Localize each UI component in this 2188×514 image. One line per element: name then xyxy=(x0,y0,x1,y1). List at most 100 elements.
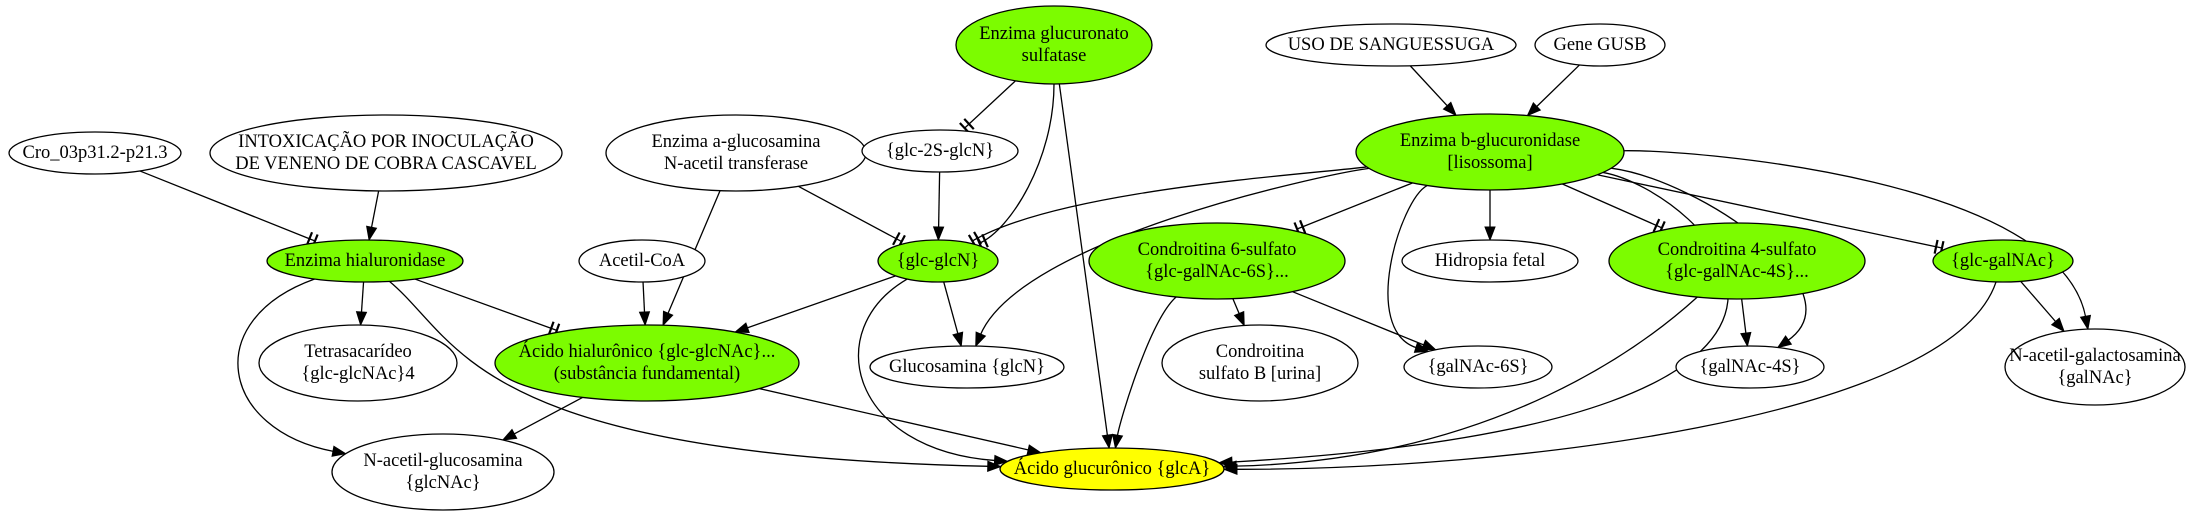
edge-n9-n23 xyxy=(237,278,335,453)
edge-n5-n24 xyxy=(1058,83,1109,437)
node-galnac-6s-ellipse xyxy=(1403,345,1553,389)
arrowhead-n14-n21 xyxy=(1740,331,1752,348)
node-condroitina-6-sulfato-label-0: Condroitina 6-sulfato xyxy=(1138,240,1297,260)
node-tetrasacarideo-ellipse xyxy=(258,324,458,402)
node-glc-glcn-label-0: {glc-glcN} xyxy=(897,251,979,271)
node-intoxicacao-label-0: INTOXICAÇÃO POR INOCULAÇÃO xyxy=(238,130,534,152)
node-enzima-hialuronidase-label-0: Enzima hialuronidase xyxy=(285,251,446,271)
arrowhead-n17-n23 xyxy=(501,428,518,441)
arrowhead-n4-n11 xyxy=(932,226,945,242)
node-glucosamina-label-0: Glucosamina {glcN} xyxy=(889,357,1045,377)
node-glc-galnac: {glc-galNAc} xyxy=(1932,239,2074,283)
node-enzima-b-glucuronidase-label-1: [lisossoma] xyxy=(1447,153,1532,173)
arrowhead-n11-n17 xyxy=(733,322,750,334)
node-condroitina-4-sulfato: Condroitina 4-sulfato{glc-galNAc-4S}... xyxy=(1608,222,1866,300)
inhibit-marker-n9-n17-1 xyxy=(547,321,555,336)
node-condroitina-4-sulfato-label-0: Condroitina 4-sulfato xyxy=(1658,240,1817,260)
edge-n14-n24 xyxy=(1235,296,1698,467)
edge-n9-n24 xyxy=(389,280,989,467)
node-glc-galnac-label-0: {glc-galNAc} xyxy=(1951,251,2055,271)
node-intoxicacao-label-1: DE VENENO DE COBRA CASCAVEL xyxy=(235,154,537,174)
edge-n5-n4 xyxy=(964,80,1016,129)
node-glc-2s-glcn: {glc-2S-glcN} xyxy=(861,129,1019,173)
node-acido-glucuronico-ellipse xyxy=(999,447,1225,491)
inhibit-marker-n5-n4-1 xyxy=(963,118,975,130)
node-glc-galnac-ellipse xyxy=(1932,239,2074,283)
node-enzima-a-glucosamina-ellipse xyxy=(605,114,867,192)
node-condroitina-4-sulfato-ellipse xyxy=(1608,222,1866,300)
arrowhead-n10-n17 xyxy=(638,311,651,327)
edge-n12-n20 xyxy=(1292,291,1425,346)
arrowhead-n2-n9 xyxy=(366,225,378,242)
node-condroitina-sulfato-b-ellipse xyxy=(1161,324,1359,402)
edge-n14-n21 xyxy=(1741,298,1747,335)
node-acetil-coa-label-0: Acetil-CoA xyxy=(599,251,686,271)
node-condroitina-sulfato-b-label-0: Condroitina xyxy=(1216,342,1304,362)
edge-n17-n23 xyxy=(513,396,583,435)
edge-n7-n8 xyxy=(1535,64,1580,108)
edge-n2-n9 xyxy=(370,190,380,229)
arrowhead-n15-n24 xyxy=(1222,463,1238,476)
node-n-acetil-galactosamina-label-1: {galNAc} xyxy=(2057,368,2132,388)
node-enzima-glucuronato-sulfatase-label-0: Enzima glucuronato xyxy=(979,24,1129,44)
node-glc-glcn-ellipse xyxy=(877,239,999,283)
node-galnac-4s-ellipse xyxy=(1675,345,1825,389)
arrowhead-n8-n13 xyxy=(1484,226,1496,242)
node-glc-2s-glcn-ellipse xyxy=(861,129,1019,173)
edge-n5-n11 xyxy=(979,83,1055,244)
edge-n11-n24 xyxy=(857,278,996,462)
node-gene-gusb-ellipse xyxy=(1534,23,1666,67)
node-acetil-coa: Acetil-CoA xyxy=(578,239,706,283)
node-acido-hialuronico: Ácido hialurônico {glc-glcNAc}...(substâ… xyxy=(494,324,800,402)
node-glucosamina: Glucosamina {glcN} xyxy=(869,345,1065,389)
node-enzima-a-glucosamina-label-0: Enzima a-glucosamina xyxy=(651,132,820,152)
inhibit-marker-n8-n15-1 xyxy=(1933,239,1939,254)
edge-n8-n15 xyxy=(1597,174,1943,249)
node-enzima-hialuronidase-ellipse xyxy=(266,239,464,283)
node-acido-hialuronico-label-1: (substância fundamental) xyxy=(554,364,740,384)
node-enzima-hialuronidase: Enzima hialuronidase xyxy=(266,239,464,283)
node-tetrasacarideo-label-1: {glc-glcNAc}4 xyxy=(301,364,414,384)
node-n-acetil-galactosamina-label-0: N-acetil-galactosamina xyxy=(2009,346,2181,366)
node-glc-2s-glcn-label-0: {glc-2S-glcN} xyxy=(886,141,994,161)
node-cro-03p31-label-0: Cro_03p31.2-p21.3 xyxy=(23,143,168,163)
edge-n15-n22 xyxy=(2020,280,2057,323)
edge-n12-n19 xyxy=(1232,298,1241,315)
edge-n4-n11 xyxy=(937,171,941,229)
arrowhead-n15-n22 xyxy=(2050,317,2065,333)
node-hidropsia-fetal-label-0: Hidropsia fetal xyxy=(1435,251,1545,271)
edge-n8-n11 xyxy=(972,166,1367,242)
arrowhead-n12-n20 xyxy=(1420,339,1437,351)
node-cro-03p31-ellipse xyxy=(8,131,182,175)
arrowhead-n11-n18 xyxy=(952,331,964,348)
edge-n8-n14 xyxy=(1562,183,1663,229)
edge-n6-n8 xyxy=(1409,65,1449,107)
edge-n12-n24 xyxy=(1116,296,1177,437)
arrowhead-n8-n18 xyxy=(975,331,987,348)
arrowhead-n5-n24 xyxy=(1101,433,1113,450)
edge-n8-n20 xyxy=(1387,184,1428,349)
edge-n3-n11 xyxy=(798,185,902,243)
arrowhead-n12-n19 xyxy=(1233,310,1245,327)
arrowhead-n12-n24 xyxy=(1111,433,1124,450)
arrowhead-n8-n22 xyxy=(2079,314,2092,331)
arrowhead-n7-n8 xyxy=(1526,101,1542,117)
node-uso-de-sanguessuga-ellipse xyxy=(1265,23,1517,67)
node-uso-de-sanguessuga-label-0: USO DE SANGUESSUGA xyxy=(1288,35,1495,55)
node-condroitina-6-sulfato: Condroitina 6-sulfato{glc-galNAc-6S}... xyxy=(1088,222,1346,300)
arrowhead-n9-n16 xyxy=(355,311,368,327)
inhibit-marker-n5-n11-1 xyxy=(981,233,989,248)
node-galnac-6s: {galNAc-6S} xyxy=(1403,345,1553,389)
inhibit-marker-n8-n11-1 xyxy=(973,231,983,245)
node-enzima-b-glucuronidase: Enzima b-glucuronidase[lisossoma] xyxy=(1355,113,1625,191)
arrowhead-n8-n21 xyxy=(1776,335,1793,349)
node-condroitina-6-sulfato-ellipse xyxy=(1088,222,1346,300)
edge-n17-n24 xyxy=(759,387,1030,451)
arrowhead-n3-n17 xyxy=(662,310,674,327)
edge-n15-n24 xyxy=(1235,281,1997,470)
node-cro-03p31: Cro_03p31.2-p21.3 xyxy=(8,131,182,175)
